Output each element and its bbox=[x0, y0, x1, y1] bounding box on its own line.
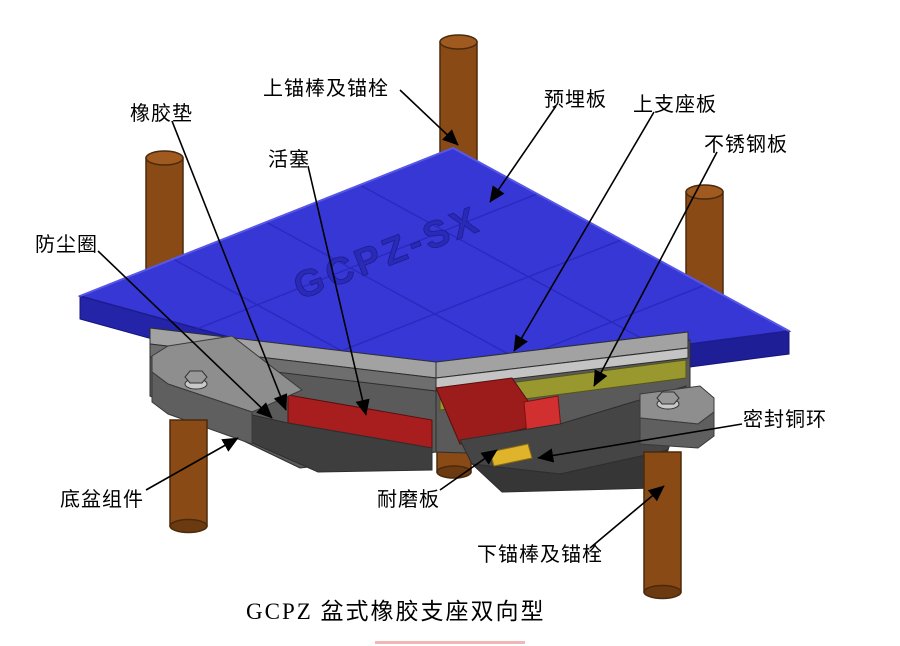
leader-embedded-plate bbox=[489, 105, 557, 203]
caption: GCPZ 盆式橡胶支座双向型 bbox=[246, 599, 546, 624]
label-wear-plate: 耐磨板 bbox=[377, 489, 440, 511]
flange-bolt-right bbox=[656, 391, 680, 410]
upper-plate-underside-right bbox=[435, 347, 689, 389]
leader-piston bbox=[307, 165, 370, 416]
leader-bottom-pot bbox=[145, 437, 239, 491]
bottom-strip bbox=[375, 641, 525, 644]
label-seal-ring: 密封铜环 bbox=[743, 409, 827, 431]
leader-dust-ring bbox=[97, 250, 273, 419]
base-pot-flange-left-front bbox=[151, 371, 253, 445]
flange-bolt-left bbox=[184, 370, 208, 390]
leader-stainless bbox=[593, 151, 718, 387]
label-upper-anchor: 上锚棒及锚栓 bbox=[263, 78, 389, 100]
leader-wear-plate bbox=[439, 449, 498, 491]
label-bottom-pot: 底盆组件 bbox=[60, 489, 144, 511]
label-stainless: 不锈钢板 bbox=[704, 134, 788, 156]
bearing-assembly bbox=[149, 327, 715, 600]
leader-rubber-pad bbox=[171, 120, 288, 411]
label-piston: 活塞 bbox=[268, 149, 310, 171]
plate-edge-highlight bbox=[79, 146, 790, 332]
label-upper-plate: 上支座板 bbox=[633, 94, 717, 116]
base-pot-flange-right-front bbox=[639, 411, 715, 449]
leader-lines bbox=[97, 89, 743, 549]
label-rubber-pad: 橡胶垫 bbox=[130, 103, 193, 125]
anchor-rod-lower-right bbox=[643, 451, 682, 600]
leader-lower-anchor bbox=[589, 485, 665, 549]
label-dust-ring: 防尘圈 bbox=[35, 234, 98, 256]
anchor-rod-lower-left bbox=[169, 419, 208, 534]
anchor-rod-top-center bbox=[439, 34, 478, 163]
label-lower-anchor: 下锚棒及锚栓 bbox=[477, 544, 603, 566]
leader-seal-ring bbox=[537, 423, 743, 463]
leader-upper-plate bbox=[513, 111, 655, 352]
label-embedded-plate: 预埋板 bbox=[544, 89, 607, 111]
leader-upper-anchor bbox=[399, 89, 459, 146]
